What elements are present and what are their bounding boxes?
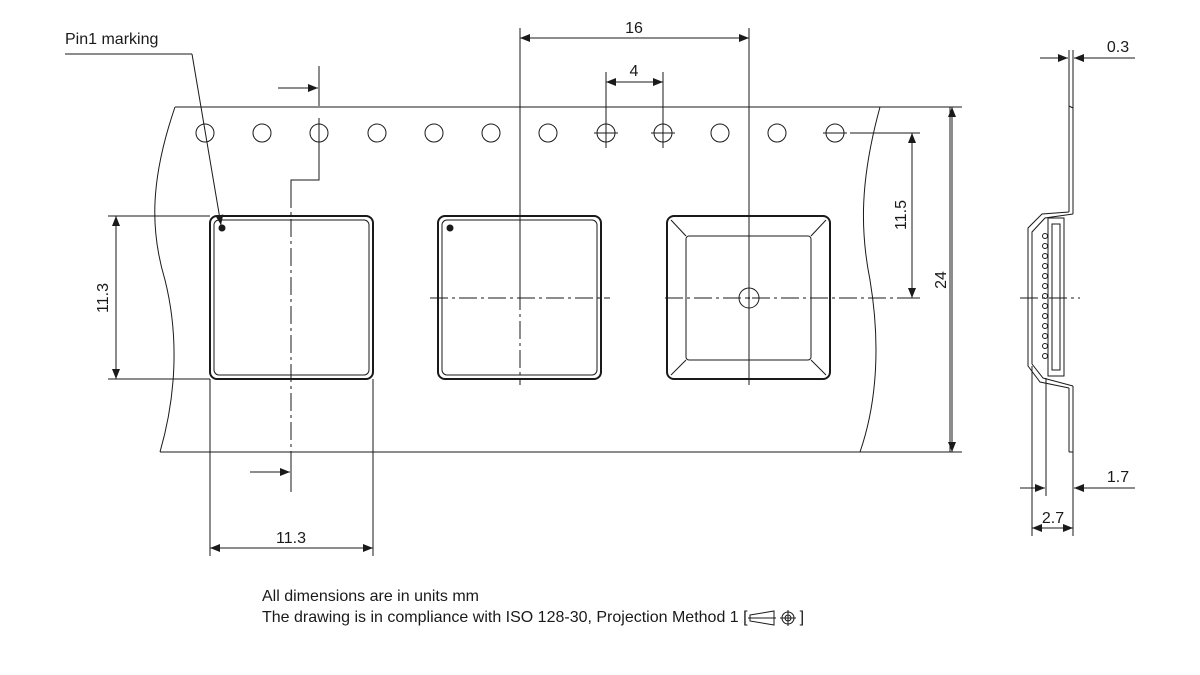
- component-leads: [1042, 233, 1048, 359]
- dim-depth-1-7: 1.7: [1020, 378, 1135, 496]
- svg-text:11.5: 11.5: [893, 200, 910, 230]
- dim-hole-pitch-4: 4: [605, 63, 664, 148]
- svg-text:11.3: 11.3: [95, 283, 112, 313]
- svg-text:11.3: 11.3: [276, 530, 306, 547]
- svg-text:16: 16: [625, 20, 643, 37]
- dim-pitch-16: 16: [519, 20, 750, 385]
- units-note: All dimensions are in units mm: [262, 588, 479, 605]
- dim-offset-11-5: 11.5: [850, 132, 920, 299]
- pin1-leader: Pin1 marking: [65, 31, 224, 226]
- svg-text:0.3: 0.3: [1107, 39, 1129, 56]
- pin1-label: Pin1 marking: [65, 31, 158, 48]
- svg-text:24: 24: [933, 271, 950, 289]
- projection-method-symbol: [747, 609, 796, 626]
- iso-note: The drawing is in compliance with ISO 12…: [262, 609, 805, 626]
- drawing-notes: All dimensions are in units mm The drawi…: [262, 586, 804, 628]
- dim-pocket-height: 11.3: [95, 215, 210, 380]
- datum-arrow-top: [278, 66, 320, 106]
- pocket-1: [209, 148, 374, 490]
- dim-tape-width-24: 24: [933, 106, 962, 453]
- side-section-view: [1020, 105, 1080, 453]
- dim-depth-2-7: 2.7: [1031, 366, 1074, 536]
- svg-text:2.7: 2.7: [1042, 510, 1064, 527]
- datum-arrow-bottom: [250, 452, 292, 492]
- svg-text:1.7: 1.7: [1107, 469, 1129, 486]
- dim-thickness-0-3: 0.3: [1040, 39, 1135, 108]
- svg-text:4: 4: [630, 63, 639, 80]
- dim-pocket-width: 11.3: [209, 379, 374, 556]
- pin1-dot: [218, 224, 226, 232]
